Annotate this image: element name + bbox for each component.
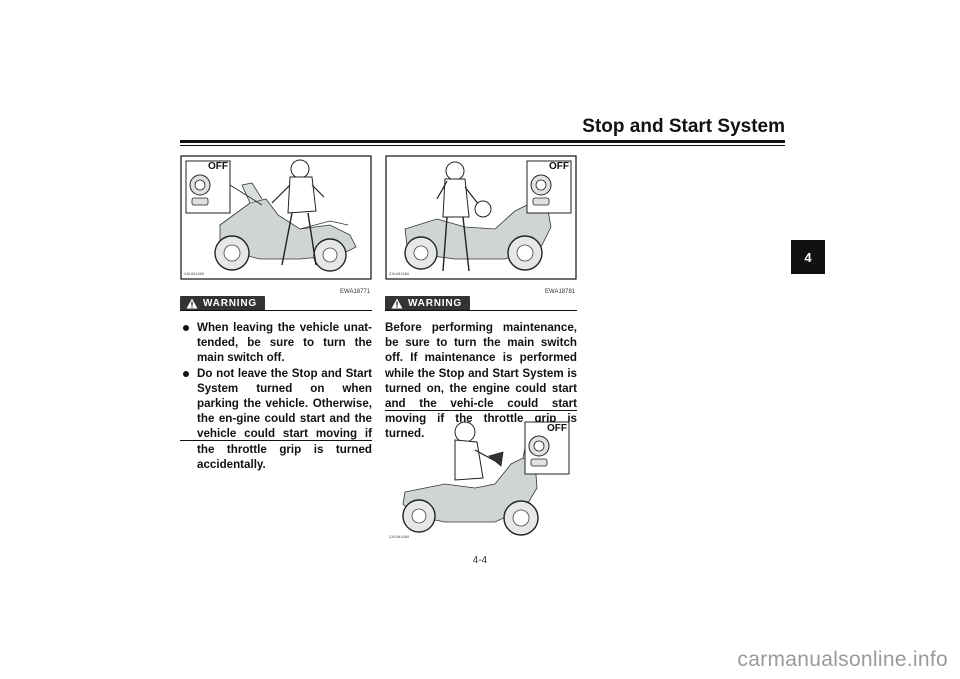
scooter-rider-illustration: OFF [180, 155, 372, 280]
figure-id: ZAUM1665 [184, 271, 205, 276]
figure-id: ZAUM1668 [389, 534, 410, 539]
scooter-standing-illustration: OFF [385, 155, 577, 280]
warning-bottom-rule [180, 440, 372, 441]
warning-bullet: When leaving the vehicle unat-tended, be… [180, 320, 372, 366]
chapter-tab: 4 [791, 240, 825, 274]
warning-bullet: Do not leave the Stop and Start System t… [180, 366, 372, 472]
warning-code: EWA18781 [545, 289, 576, 295]
page-title: Stop and Start System [582, 116, 785, 137]
scooter-key-illustration: OFF [402, 421, 570, 536]
watermark: carmanualsonline.info [737, 648, 948, 671]
warning-icon [186, 298, 198, 309]
off-label: OFF [547, 423, 567, 434]
header-rule-thin [180, 145, 785, 146]
warning-icon [391, 298, 403, 309]
off-label: OFF [208, 161, 228, 172]
figure-rider-standing: OFF ZAUM1666 [385, 155, 577, 280]
bullet-icon [183, 325, 189, 331]
header-rule [180, 140, 785, 143]
warning-badge: WARNING [180, 296, 265, 311]
figure-id: ZAUM1666 [389, 271, 410, 276]
page-number: 4-4 [472, 555, 488, 566]
bullet-icon [183, 370, 189, 377]
warning-label: WARNING [203, 298, 257, 309]
warning-badge: WARNING [385, 296, 470, 311]
warning-label: WARNING [408, 298, 462, 309]
warning-top-rule [385, 310, 577, 311]
warning-bottom-rule [385, 410, 577, 411]
warning-body: When leaving the vehicle unat-tended, be… [180, 320, 372, 472]
figure-rider-seated: OFF ZAUM1665 [180, 155, 372, 280]
warning-top-rule [180, 310, 372, 311]
off-label: OFF [549, 161, 569, 172]
figure-rider-key: OFF ZAUM1668 [385, 418, 577, 543]
warning-code: EWA18771 [340, 289, 371, 295]
